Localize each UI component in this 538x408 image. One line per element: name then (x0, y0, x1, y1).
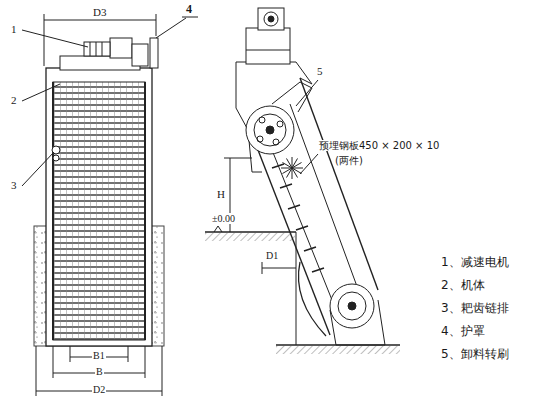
dimension-label: D1 (265, 250, 279, 261)
front-view (22, 14, 198, 396)
callout-number: 5 (316, 65, 324, 77)
embedded-plate-note: (两件) (334, 155, 364, 166)
part-list-item: 1、减速电机 (440, 256, 510, 269)
elevation-label: ±0.00 (211, 213, 236, 224)
callout-number: 1 (10, 23, 18, 35)
dimension-label: B1 (92, 350, 106, 361)
embedded-plate-note: 预埋钢板450 × 200 × 10 (318, 140, 440, 151)
part-list-item: 4、护罩 (440, 325, 486, 338)
part-list-item: 2、机体 (440, 279, 486, 292)
side-view (205, 8, 400, 354)
dimension-label: H (216, 188, 226, 200)
part-list-item: 5、卸料转刷 (440, 348, 510, 361)
part-list-item: 3、耙齿链排 (440, 302, 510, 315)
callout-number: 3 (10, 179, 18, 191)
dimension-label: B (95, 366, 104, 377)
callout-number: 2 (10, 94, 18, 106)
callout-number: 4 (185, 3, 193, 16)
dimension-label: D2 (92, 384, 106, 395)
dimension-label: D3 (92, 6, 107, 18)
